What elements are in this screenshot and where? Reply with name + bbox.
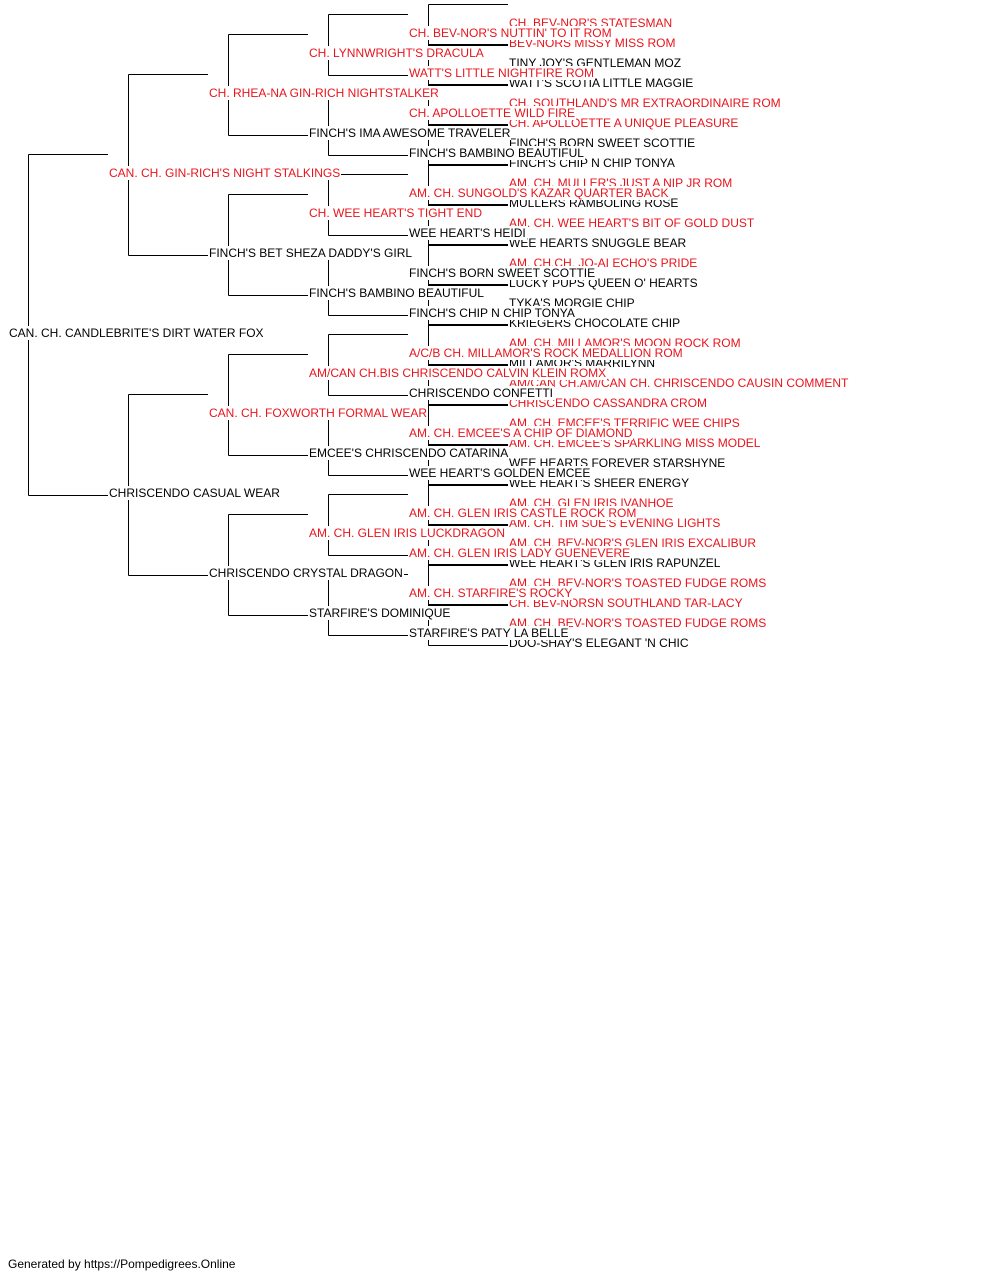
generated-by-footer: Generated by https://Pompedigrees.Online — [8, 1257, 236, 1271]
sire-name: CAN. CH. GIN-RICH'S NIGHT STALKINGS — [108, 166, 342, 180]
dam-name: WEE HEARTS SNUGGLE BEAR — [508, 236, 688, 250]
dam-name: WATT'S LITTLE NIGHTFIRE ROM — [408, 66, 595, 80]
dam-name: FINCH'S IMA AWESOME TRAVELER — [308, 126, 512, 140]
sire-name: AM. CH. SUNGOLD'S KAZAR QUARTER BACK — [408, 186, 670, 200]
dam-name: FINCH'S CHIP N CHIP TONYA — [408, 306, 576, 320]
subject-dog-name: CAN. CH. CANDLEBRITE'S DIRT WATER FOX — [8, 326, 265, 340]
dam-name: CHRISCENDO CONFETTI — [408, 386, 554, 400]
dam-name: AM. CH. GLEN IRIS LADY GUENEVERE — [408, 546, 632, 560]
sire-name: AM. CH. GLEN IRIS LUCKDRAGON — [308, 526, 507, 540]
dam-name: EMCEE'S CHRISCENDO CATARINA — [308, 446, 510, 460]
sire-name: AM/CAN CH.BIS CHRISCENDO CALVIN KLEIN RO… — [308, 366, 608, 380]
sire-name: CH. LYNNWRIGHT'S DRACULA — [308, 46, 485, 60]
dam-name: FINCH'S BET SHEZA DADDY'S GIRL — [208, 246, 414, 260]
sire-name: A/C/B CH. MILLAMOR'S ROCK MEDALLION ROM — [408, 346, 684, 360]
sire-name: AM. CH. WEE HEART'S BIT OF GOLD DUST — [508, 216, 756, 230]
dam-name: STARFIRE'S DOMINIQUE — [308, 606, 452, 620]
dam-name: CHRISCENDO CRYSTAL DRAGON — [208, 566, 404, 580]
dam-name: FINCH'S BAMBINO BEAUTIFUL — [308, 286, 485, 300]
dam-name: WEE HEART'S GOLDEN EMCEE — [408, 466, 592, 480]
sire-name: AM. CH. BEV-NOR'S TOASTED FUDGE ROMS — [508, 616, 768, 630]
sire-name: CH. APOLLOETTE WILD FIRE — [408, 106, 577, 120]
dam-name: FINCH'S BAMBINO BEAUTIFUL — [408, 146, 585, 160]
dam-name: CHRISCENDO CASUAL WEAR — [108, 486, 281, 500]
sire-name: CH. BEV-NOR'S NUTTIN' TO IT ROM — [408, 26, 613, 40]
sire-name: CH. WEE HEART'S TIGHT END — [308, 206, 483, 220]
sire-name: AM. CH. STARFIRE'S ROCKY — [408, 586, 574, 600]
sire-name: CH. RHEA-NA GIN-RICH NIGHTSTALKER — [208, 86, 440, 100]
dam-name: STARFIRE'S PATY LA BELLE — [408, 626, 570, 640]
dam-name: CHRISCENDO CASSANDRA CROM — [508, 396, 709, 410]
sire-name: CH. SOUTHLAND'S MR EXTRAORDINAIRE ROM — [508, 96, 782, 110]
sire-name: FINCH'S BORN SWEET SCOTTIE — [408, 266, 597, 280]
dam-name: WEE HEART'S HEIDI — [408, 226, 527, 240]
sire-name: AM. CH. EMCEE'S A CHIP OF DIAMOND — [408, 426, 634, 440]
sire-name: AM. CH. GLEN IRIS CASTLE ROCK ROM — [408, 506, 638, 520]
sire-name: CAN. CH. FOXWORTH FORMAL WEAR — [208, 406, 429, 420]
